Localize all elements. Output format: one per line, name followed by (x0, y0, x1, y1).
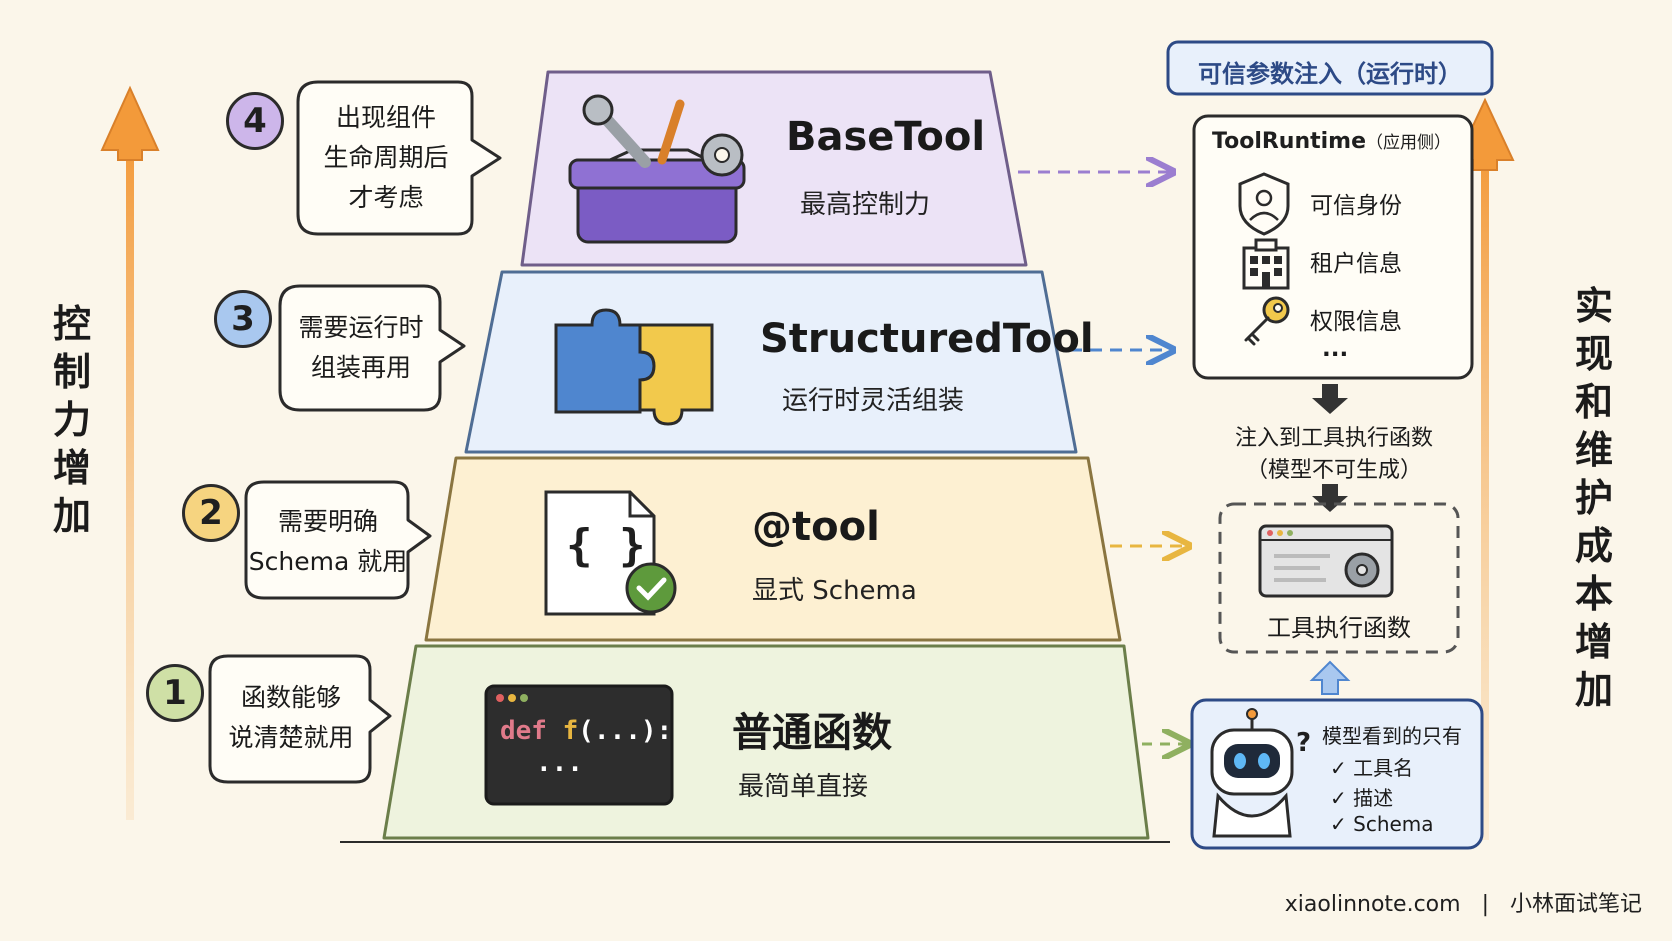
tier-1-subtitle: 最简单直接 (738, 772, 869, 802)
runtime-title: ToolRuntime（应用侧） (1212, 129, 1452, 154)
puzzle-icon (554, 308, 714, 426)
exec-box (1218, 502, 1460, 654)
injection-header: 可信参数注入（运行时） (1198, 60, 1462, 88)
shield-user-icon (1238, 172, 1290, 236)
model-view-item-1: ✓ 工具名 (1330, 756, 1414, 780)
footer-brand: 小林面试笔记 (1509, 892, 1642, 917)
level-badge-2: 2 (182, 484, 240, 542)
left-axis-arrow (100, 85, 160, 820)
down-arrow-2 (1312, 484, 1348, 512)
tier-2-title: @tool (752, 504, 880, 550)
level-badge-1: 1 (146, 664, 204, 722)
inject-line-1: 注入到工具执行函数 (1234, 426, 1433, 451)
tier-4-title: BaseTool (786, 114, 986, 160)
window-gear-icon (1258, 524, 1394, 598)
tier-2-subtitle: 显式 Schema (752, 576, 917, 606)
question-mark: ? (1296, 728, 1312, 758)
runtime-item-identity: 可信身份 (1310, 193, 1402, 219)
code-line-1: def f(...): (500, 716, 673, 746)
down-arrow-1 (1312, 384, 1348, 414)
model-view-item-3: ✓ Schema (1330, 812, 1434, 836)
building-icon (1242, 238, 1290, 290)
toolbox-icon (568, 94, 746, 244)
note-tier-1: 函数能够说清楚就用 (228, 683, 354, 752)
right-axis-label: 实现和维护成本增加 (1574, 284, 1613, 712)
tier-3-subtitle: 运行时灵活组装 (782, 386, 965, 416)
tier-3-title: StructuredTool (760, 316, 1094, 362)
model-view-item-2: ✓ 描述 (1330, 786, 1394, 810)
up-arrow (1309, 660, 1351, 695)
key-icon (1244, 296, 1290, 346)
code-line-2: ... (536, 748, 583, 778)
runtime-item-more: ... (1322, 336, 1349, 362)
code-window-icon (484, 684, 674, 806)
level-badge-4: 4 (226, 92, 284, 150)
note-tier-3: 需要运行时组装再用 (298, 313, 424, 382)
footer: xiaolinnote.com | 小林面试笔记 (1285, 886, 1642, 918)
inject-line-2: （模型不可生成） (1245, 458, 1422, 483)
footer-site[interactable]: xiaolinnote.com (1284, 892, 1461, 917)
exec-function-label: 工具执行函数 (1267, 614, 1411, 642)
note-bubbles (208, 80, 502, 784)
injection-header-box (1166, 40, 1494, 96)
note-tier-4: 出现组件生命周期后才考虑 (323, 103, 449, 212)
robot-icon (1210, 708, 1294, 838)
model-view-title: 模型看到的只有 (1322, 724, 1462, 748)
runtime-item-permission: 权限信息 (1310, 309, 1402, 335)
footer-separator: | (1481, 892, 1489, 917)
json-braces: { } (566, 520, 646, 571)
level-badge-3: 3 (214, 290, 272, 348)
tier-1-title: 普通函数 (732, 710, 892, 756)
runtime-item-tenant: 租户信息 (1310, 251, 1402, 277)
tier-4-subtitle: 最高控制力 (800, 190, 931, 220)
json-document-icon (544, 490, 677, 616)
left-axis-label: 控制力增加 (52, 302, 91, 538)
